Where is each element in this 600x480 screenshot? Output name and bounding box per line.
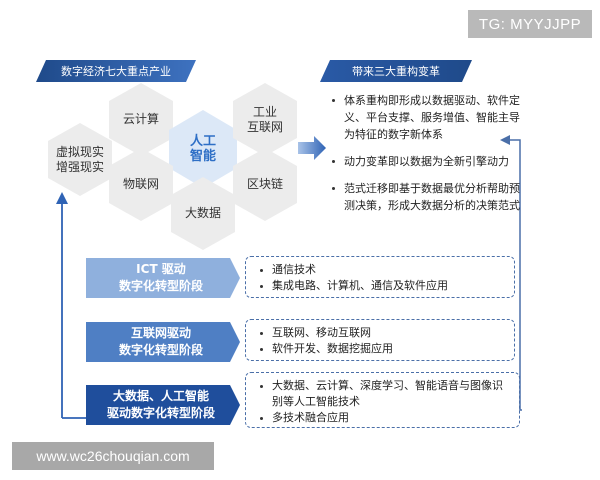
- up-arrowhead-icon: [56, 192, 68, 204]
- stage2-item-1: 互联网、移动互联网: [258, 325, 504, 341]
- left-banner-shape: [36, 60, 196, 82]
- right-banner-title: 带来三大重构变革: [352, 65, 440, 78]
- stage3-title-line1: 大数据、人工智能: [112, 389, 209, 403]
- stage3-shape: [86, 385, 240, 425]
- stage1-title: ICT 驱动 数字化转型阶段: [86, 258, 236, 298]
- hexagon-big-data: [171, 177, 235, 250]
- change-item-3: 范式迁移即基于数据最优分析帮助预测决策，形成大数据分析的决策范式: [330, 180, 528, 214]
- hexagon-label-industrial-internet: 工业 互联网: [246, 104, 283, 134]
- hexagon-vr-ar: [48, 123, 112, 196]
- stage3-item-2: 多技术融合应用: [258, 410, 509, 426]
- right-banner-shape: [320, 60, 472, 82]
- watermark-top: TG: MYYJJPP: [468, 10, 592, 38]
- watermark-bottom: www.wc26chouqian.com: [12, 442, 214, 470]
- left-banner-title: 数字经济七大重点产业: [61, 65, 171, 78]
- change-item-2: 动力变革即以数据为全新引擎动力: [330, 153, 528, 170]
- stage3-title-line2: 驱动数字化转型阶段: [106, 406, 215, 420]
- feedback-arrowhead-icon: [500, 135, 510, 145]
- stage2-item-2: 软件开发、数据挖掘应用: [258, 341, 504, 357]
- stage1-item-2: 集成电路、计算机、通信及软件应用: [258, 278, 504, 294]
- hexagon-blockchain: [233, 148, 297, 221]
- hexagon-cluster: [48, 83, 297, 250]
- feedback-line: [510, 139, 522, 411]
- stage2-shape: [86, 322, 240, 362]
- stage2-title: 互联网驱动 数字化转型阶段: [86, 322, 236, 362]
- right-arrow-icon: [298, 136, 326, 160]
- stage3-title: 大数据、人工智能 驱动数字化转型阶段: [86, 385, 236, 425]
- hexagon-iot: [109, 148, 173, 221]
- hexagon-label-big-data: 大数据: [184, 206, 221, 220]
- hexagon-cloud: [109, 83, 173, 156]
- changes-list: 体系重构即形成以数据驱动、软件定义、平台支撑、服务增值、智能主导为特征的数字新体…: [330, 92, 528, 224]
- stage2-title-line1: 互联网驱动: [130, 326, 191, 340]
- change-item-1: 体系重构即形成以数据驱动、软件定义、平台支撑、服务增值、智能主导为特征的数字新体…: [330, 92, 528, 143]
- stage1-shape: [86, 258, 240, 298]
- stage3-item-1: 大数据、云计算、深度学习、智能语音与图像识别等人工智能技术: [258, 378, 509, 410]
- hexagon-label-cloud: 云计算: [122, 112, 159, 126]
- stage1-title-line1: ICT 驱动: [136, 262, 186, 276]
- stage2-details: 互联网、移动互联网 软件开发、数据挖掘应用: [245, 319, 515, 361]
- hexagon-ai: [169, 110, 237, 188]
- hexagon-label-iot: 物联网: [122, 177, 159, 191]
- stage2-title-line2: 数字化转型阶段: [118, 343, 203, 357]
- stage3-details: 大数据、云计算、深度学习、智能语音与图像识别等人工智能技术 多技术融合应用: [245, 372, 520, 428]
- hexagon-label-ai: 人工 智能: [189, 134, 216, 164]
- stage1-details: 通信技术 集成电路、计算机、通信及软件应用: [245, 256, 515, 298]
- hexagon-label-vr-ar: 虚拟现实 增强现实: [55, 144, 104, 174]
- hexagon-label-blockchain: 区块链: [246, 177, 283, 191]
- stage1-item-1: 通信技术: [258, 262, 504, 278]
- stage1-title-line2: 数字化转型阶段: [118, 279, 203, 293]
- hexagon-industrial-internet: [233, 83, 297, 156]
